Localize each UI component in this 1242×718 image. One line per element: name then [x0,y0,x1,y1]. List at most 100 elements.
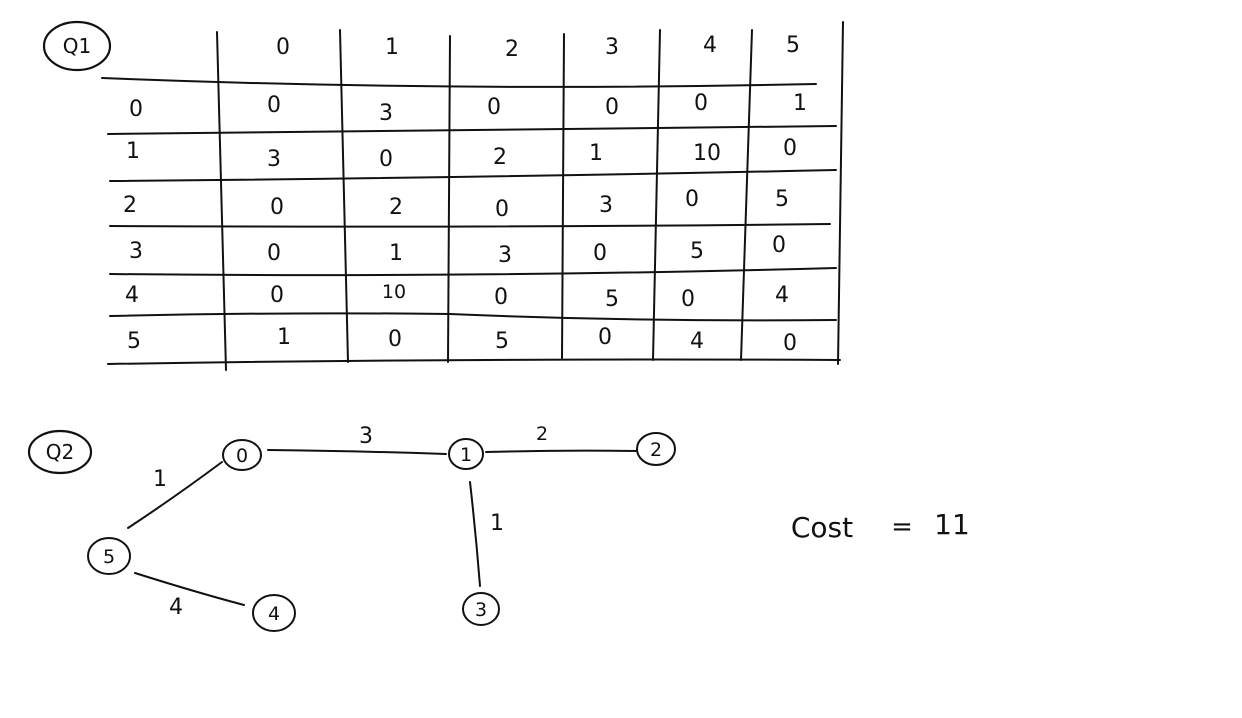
column-header: 3 [605,35,619,60]
graph-node-5: 5 [87,537,131,575]
table-cell: 0 [379,147,393,172]
row-header: 4 [125,283,139,308]
table-cell: 0 [694,91,708,116]
edge-5-4 [134,572,245,606]
column-header: 0 [276,35,290,60]
table-cell: 0 [605,95,619,120]
table-cell: 0 [598,325,612,350]
node-label: 1 [460,444,472,466]
grid-hline-1 [107,125,837,135]
q2-label-circle [27,429,93,475]
edge-1-2 [485,449,637,453]
column-header: 4 [703,33,717,58]
row-header: 0 [129,97,143,122]
edge-weights: 3 2 1 1 4 [153,423,548,620]
graph-node-3: 3 [462,592,500,626]
column-header: 2 [505,37,519,62]
table-cell: 3 [498,243,512,268]
graph-node-0: 0 [222,439,262,471]
table-cell: 0 [593,241,607,266]
table-cell: 3 [267,147,281,172]
table-cell: 5 [775,187,789,212]
table-cell: 0 [681,287,695,312]
node-label: 0 [236,445,248,467]
table-cell: 0 [267,241,281,266]
table-cell: 0 [783,331,797,356]
q1-label-circle [42,20,112,72]
table-cell: 0 [270,195,284,220]
node-label: 4 [268,603,280,625]
node-circle [87,537,131,575]
table-cell: 4 [775,283,789,308]
column-header: 1 [385,35,399,60]
table-cell: 0 [685,187,699,212]
edge-weight-1-2: 2 [536,423,548,445]
node-circle [448,438,484,470]
table-cell: 0 [495,197,509,222]
edge-1-3 [469,481,481,587]
table-cell: 5 [605,287,619,312]
table-cell: 3 [599,193,613,218]
grid-vline-5 [740,29,753,361]
node-label: 5 [103,546,115,568]
graph-node-4: 4 [252,594,296,632]
cost-label: Cost [791,511,853,544]
table-cell: 0 [783,136,797,161]
table-cell: 0 [270,283,284,308]
table-cell: 4 [690,329,704,354]
cost-equals: = [891,512,913,542]
table-cell: 0 [267,93,281,118]
grid-vline-1 [339,29,349,363]
adjacency-matrix-grid [101,21,844,371]
table-row: 1 3 0 2 1 10 0 [126,136,797,172]
row-header: 3 [129,239,143,264]
table-cell: 2 [493,145,507,170]
table-row: 5 1 0 5 0 4 0 [127,325,797,356]
table-row: 3 0 1 3 0 5 0 [129,233,786,268]
edge-0-5 [127,461,223,529]
node-circle [636,432,676,466]
table-cell: 1 [793,91,807,116]
grid-vline-2 [447,35,451,363]
grid-vline-4 [652,29,661,361]
table-row: 2 0 2 0 3 0 5 [123,187,789,222]
table-cell: 3 [379,101,393,126]
table-cell: 0 [772,233,786,258]
edge-weight-1-3: 1 [490,511,504,536]
row-header: 1 [126,139,140,164]
table-cell: 5 [495,329,509,354]
grid-hline-2 [109,169,837,182]
grid-hline-6 [107,358,841,365]
graph-node-2: 2 [636,432,676,466]
total-cost: Cost = 11 [791,508,970,544]
table-row: 0 0 3 0 0 0 1 [129,91,807,126]
table-cell: 1 [589,141,603,166]
column-headers: 0 1 2 3 4 5 [276,33,800,62]
grid-hline-5 [109,312,837,322]
grid-hline-0 [101,77,817,88]
q2-label: Q2 [46,440,74,464]
grid-hline-3 [109,223,831,228]
table-cell: 1 [277,325,291,350]
edge-0-1 [267,449,447,455]
table-cell: 10 [693,141,721,166]
grid-vline-3 [561,33,565,359]
q1-label: Q1 [63,34,91,58]
node-label: 2 [650,439,662,461]
grid-vline-6 [837,21,844,365]
table-cell: 0 [388,327,402,352]
edge-weight-5-4: 4 [169,595,183,620]
row-header: 2 [123,193,137,218]
row-header: 5 [127,329,141,354]
table-cell: 2 [389,195,403,220]
cost-value: 11 [934,508,970,541]
node-circle [222,439,262,471]
table-cell: 1 [389,241,403,266]
node-circle [252,594,296,632]
node-circle [462,592,500,626]
graph-node-1: 1 [448,438,484,470]
table-cell: 10 [382,281,406,303]
grid-hline-4 [109,267,837,277]
